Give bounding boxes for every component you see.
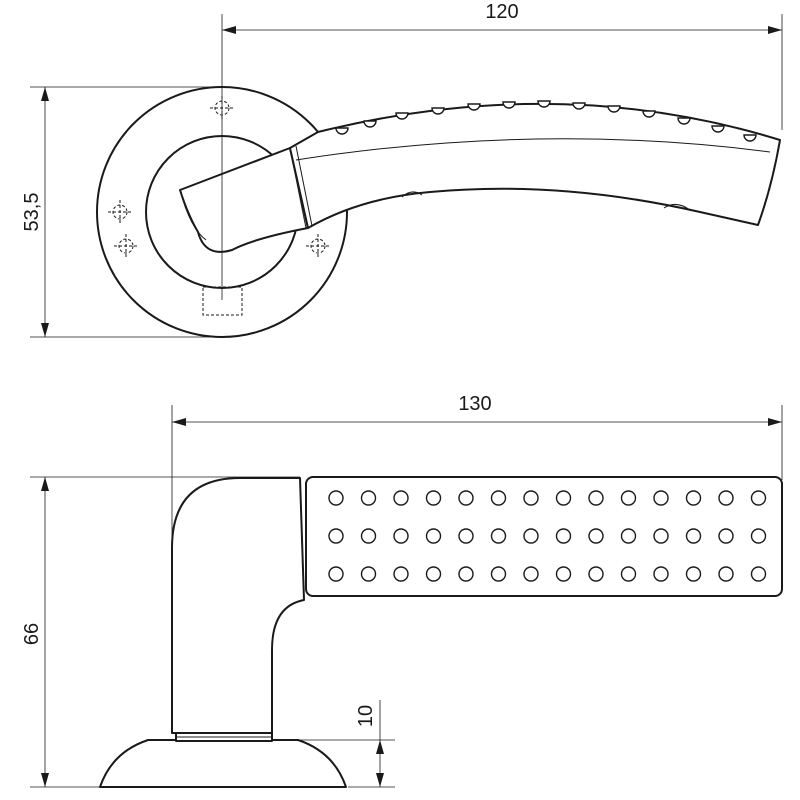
grip-dot [490, 490, 507, 506]
side-view: 130 66 10 [21, 393, 783, 788]
grip-dot [750, 566, 767, 582]
handle-neck-side [171, 477, 305, 734]
grip-dot [425, 566, 442, 582]
grip-dot [588, 528, 604, 544]
grip-dot [685, 566, 702, 582]
grip-dot [750, 490, 767, 506]
grip-dot [685, 490, 702, 506]
grip-dot [425, 490, 442, 506]
grip-dot [555, 566, 572, 582]
grip-dot [328, 566, 344, 582]
spindle-hidden [202, 286, 243, 316]
dimension-top-height: 53,5 [21, 86, 222, 338]
grip-dot [328, 490, 344, 506]
grip-dot [458, 528, 474, 544]
rose-base [99, 739, 347, 788]
grip-dot [750, 528, 767, 544]
dimension-label-bottom-length: 130 [458, 393, 491, 415]
grip-dot [490, 566, 507, 582]
dimension-top-length: 120 [221, 1, 783, 130]
lever-grip-side [305, 476, 783, 597]
dimension-label-top-length: 120 [485, 1, 518, 23]
dimension-label-top-height: 53,5 [21, 193, 43, 232]
grip-dot [718, 490, 734, 506]
grip-dot [653, 566, 669, 582]
top-view: 120 53,5 [21, 1, 783, 338]
mounting-hole-right [306, 234, 330, 258]
grip-dot [490, 528, 507, 544]
grip-dot [328, 528, 344, 544]
mounting-hole-bottom-left [114, 234, 138, 258]
grip-dot [523, 490, 539, 506]
grip-dot [393, 490, 409, 506]
grip-dot [653, 528, 669, 544]
grip-dot [620, 490, 637, 506]
dimension-bottom-length: 130 [171, 393, 783, 545]
grip-dot [523, 528, 539, 544]
grip-dot [718, 566, 734, 582]
lever-inner-contour [295, 138, 771, 161]
grip-dot [620, 528, 637, 544]
grip-dot [588, 566, 604, 582]
grip-dot [718, 528, 734, 544]
dimension-label-bottom-height: 66 [21, 623, 43, 645]
grip-dot [555, 528, 572, 544]
grip-dot [360, 490, 377, 506]
grip-dot [620, 566, 637, 582]
dimension-label-rose-height: 10 [355, 705, 377, 727]
grip-dot [360, 528, 377, 544]
grip-dot [685, 528, 702, 544]
grip-dot [523, 566, 539, 582]
mounting-hole-left [108, 200, 132, 224]
grip-dot [458, 566, 474, 582]
grip-dot [425, 528, 442, 544]
grip-dot [393, 528, 409, 544]
grip-dot [393, 566, 409, 582]
lever-arm-top [289, 102, 781, 229]
grip-dot [653, 490, 669, 506]
top-dots-row [335, 100, 757, 142]
grip-dot [588, 490, 604, 506]
grip-dot [360, 566, 377, 582]
dimension-rose-height: 10 [268, 700, 395, 788]
lever-dot-grid [328, 490, 767, 582]
grip-dot [458, 490, 474, 506]
grip-dot [555, 490, 572, 506]
handle-neck [179, 147, 309, 253]
